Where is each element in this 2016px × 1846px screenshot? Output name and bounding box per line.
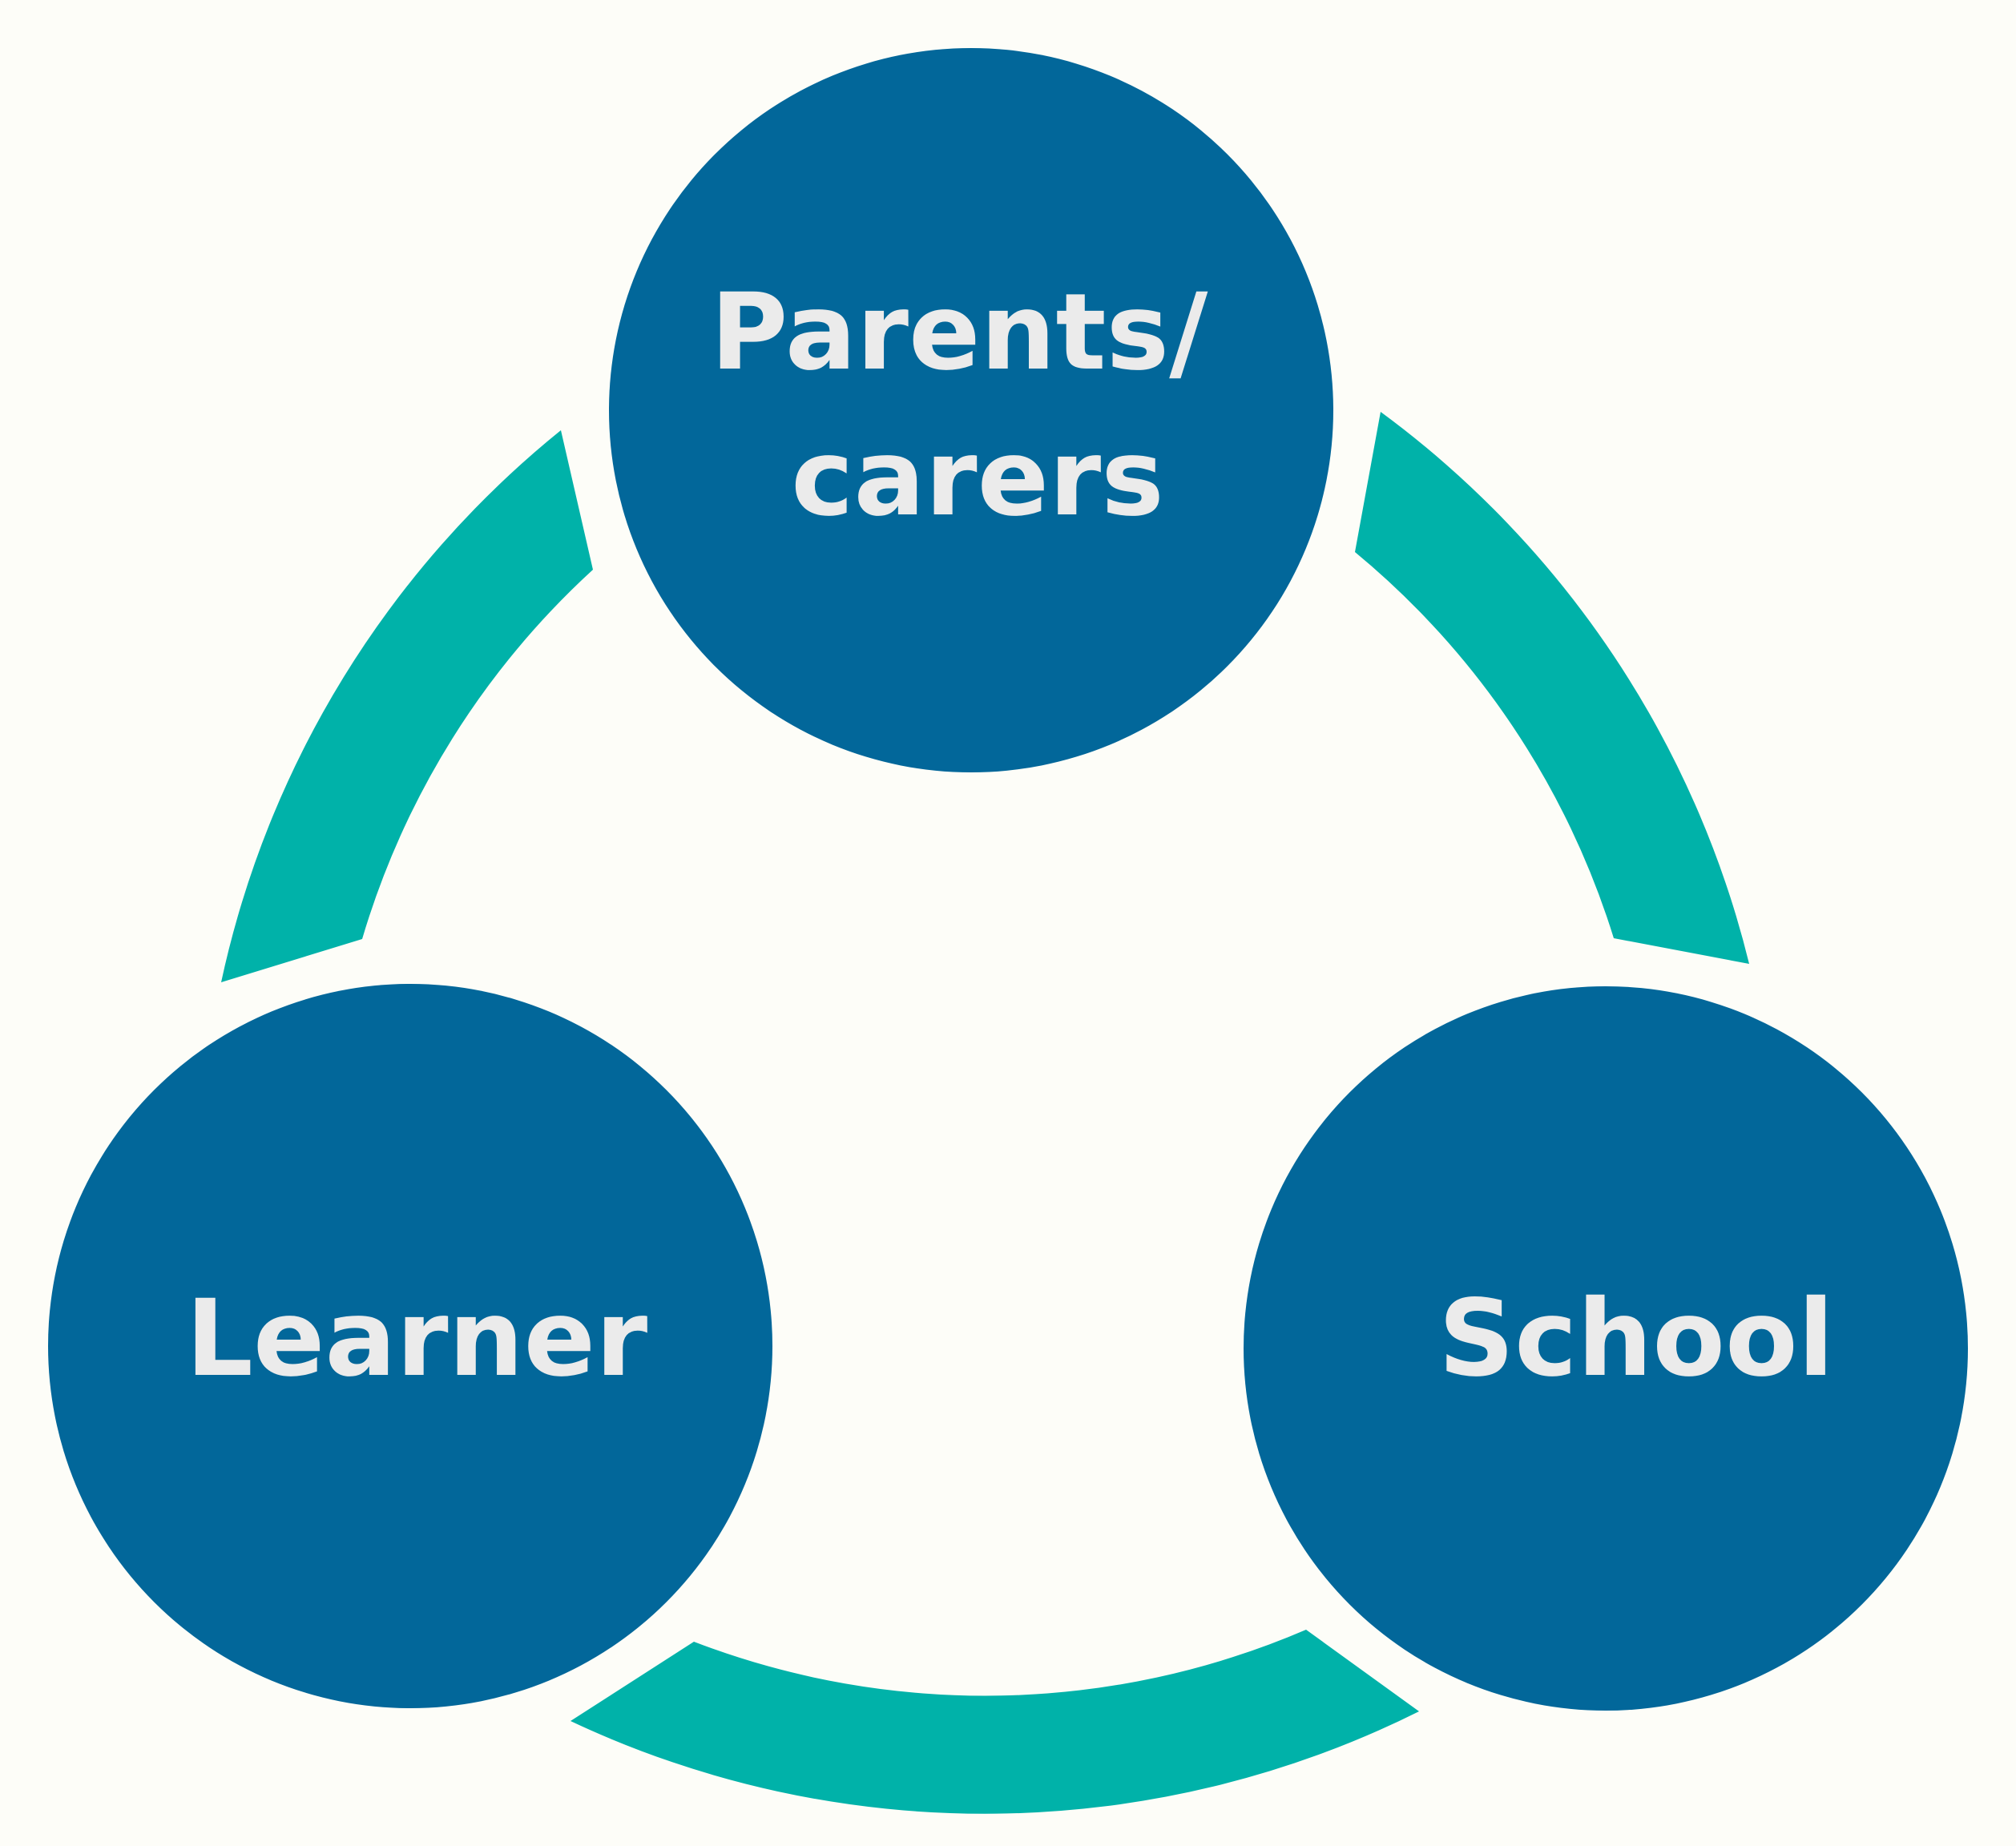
node-label: Learner: [186, 1277, 647, 1401]
node-circle: [609, 48, 1333, 772]
node-circle: [48, 984, 772, 1708]
node-learner: Learner: [26, 961, 795, 1731]
node-label-line-1: Parents/: [711, 271, 1209, 394]
node-parents-carers: Parents/ carers: [587, 26, 1356, 795]
node-circle: [1244, 986, 1968, 1711]
ring-arc-school-learner: [571, 1630, 1419, 1814]
connection-ring: [221, 412, 1749, 1814]
node-label-line-1: School: [1438, 1277, 1834, 1401]
node-label-line-1: Learner: [186, 1277, 647, 1401]
node-school: School: [1221, 964, 1990, 1733]
ring-arc-parents-school: [1355, 412, 1749, 964]
ring-arc-learner-parents: [221, 430, 593, 982]
node-label: Parents/ carers: [711, 271, 1245, 540]
node-label-line-2: carers: [791, 417, 1164, 540]
node-label: School: [1438, 1277, 1834, 1401]
